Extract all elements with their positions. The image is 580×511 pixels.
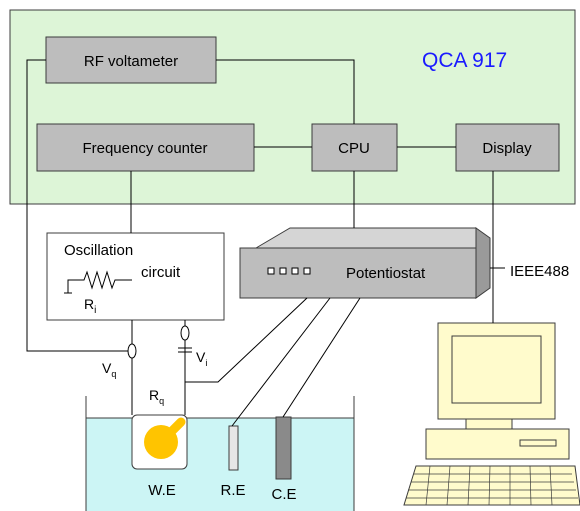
circuit-label: circuit (141, 264, 181, 281)
resistor-ri-sub: i (94, 305, 96, 316)
potentiostat-we-lead (185, 297, 308, 383)
cpu-label: CPU (338, 140, 370, 157)
potentiostat-top (254, 227, 477, 249)
rf-to-cpu-line (216, 59, 355, 124)
rq-label: Rq (149, 387, 164, 406)
oscillation-circuit-box (46, 232, 225, 321)
vq-sub: q (111, 369, 116, 379)
potentiostat-side (475, 227, 491, 299)
monitor-screen (451, 335, 542, 404)
rf-voltameter-block (45, 36, 217, 84)
cell-solution (86, 418, 354, 511)
keyboard (403, 465, 580, 506)
working-electrode-label: W.E (148, 482, 176, 499)
vi-sub: i (205, 358, 207, 368)
rf-voltameter-label: RF voltameter (84, 53, 178, 70)
vq-main: V (102, 360, 112, 376)
frequency-counter-block (36, 123, 255, 172)
resistor-ri-label: Ri (84, 296, 96, 316)
display-label: Display (482, 140, 532, 157)
counter-electrode-label: C.E (271, 486, 296, 503)
potentiostat-label: Potentiostat (346, 265, 426, 282)
vq-label: Vq (102, 360, 116, 379)
vi-main: V (196, 349, 206, 365)
rq-sub: q (159, 396, 164, 406)
reference-electrode-label: R.E (220, 482, 245, 499)
vi-probe-symbol (180, 325, 190, 341)
resistor-ri-main: R (84, 296, 94, 312)
potentiostat-front (239, 247, 477, 299)
display-block (455, 123, 560, 172)
capacitor-symbol (178, 347, 192, 353)
cell-walls (85, 396, 355, 511)
internal-connections (216, 59, 456, 148)
external-wiring (26, 59, 505, 427)
rq-main: R (149, 387, 159, 403)
disk-slot (519, 439, 557, 447)
oscillation-label: Oscillation (64, 242, 133, 259)
quartz-crystal-lead (156, 417, 186, 447)
potentiostat-button-row (267, 267, 311, 275)
ieee488-label: IEEE488 (510, 263, 569, 280)
counter-electrode (275, 416, 292, 480)
potentiostat-unit: Potentiostat (239, 227, 491, 299)
desktop-computer-icon (403, 322, 580, 506)
monitor-stand (465, 418, 513, 430)
resistor-symbol-icon (64, 270, 132, 294)
potentiostat-re-lead (231, 297, 331, 427)
keyboard-keys (406, 465, 578, 506)
rf-voltameter-probe-wire (26, 59, 132, 352)
frequency-counter-label: Frequency counter (82, 140, 207, 157)
vq-probe-symbol (127, 343, 137, 359)
instrument-name: QCA 917 (422, 49, 507, 72)
potentiostat-ce-lead (282, 297, 361, 418)
vi-label: Vi (196, 349, 207, 368)
reference-electrode (228, 425, 239, 471)
